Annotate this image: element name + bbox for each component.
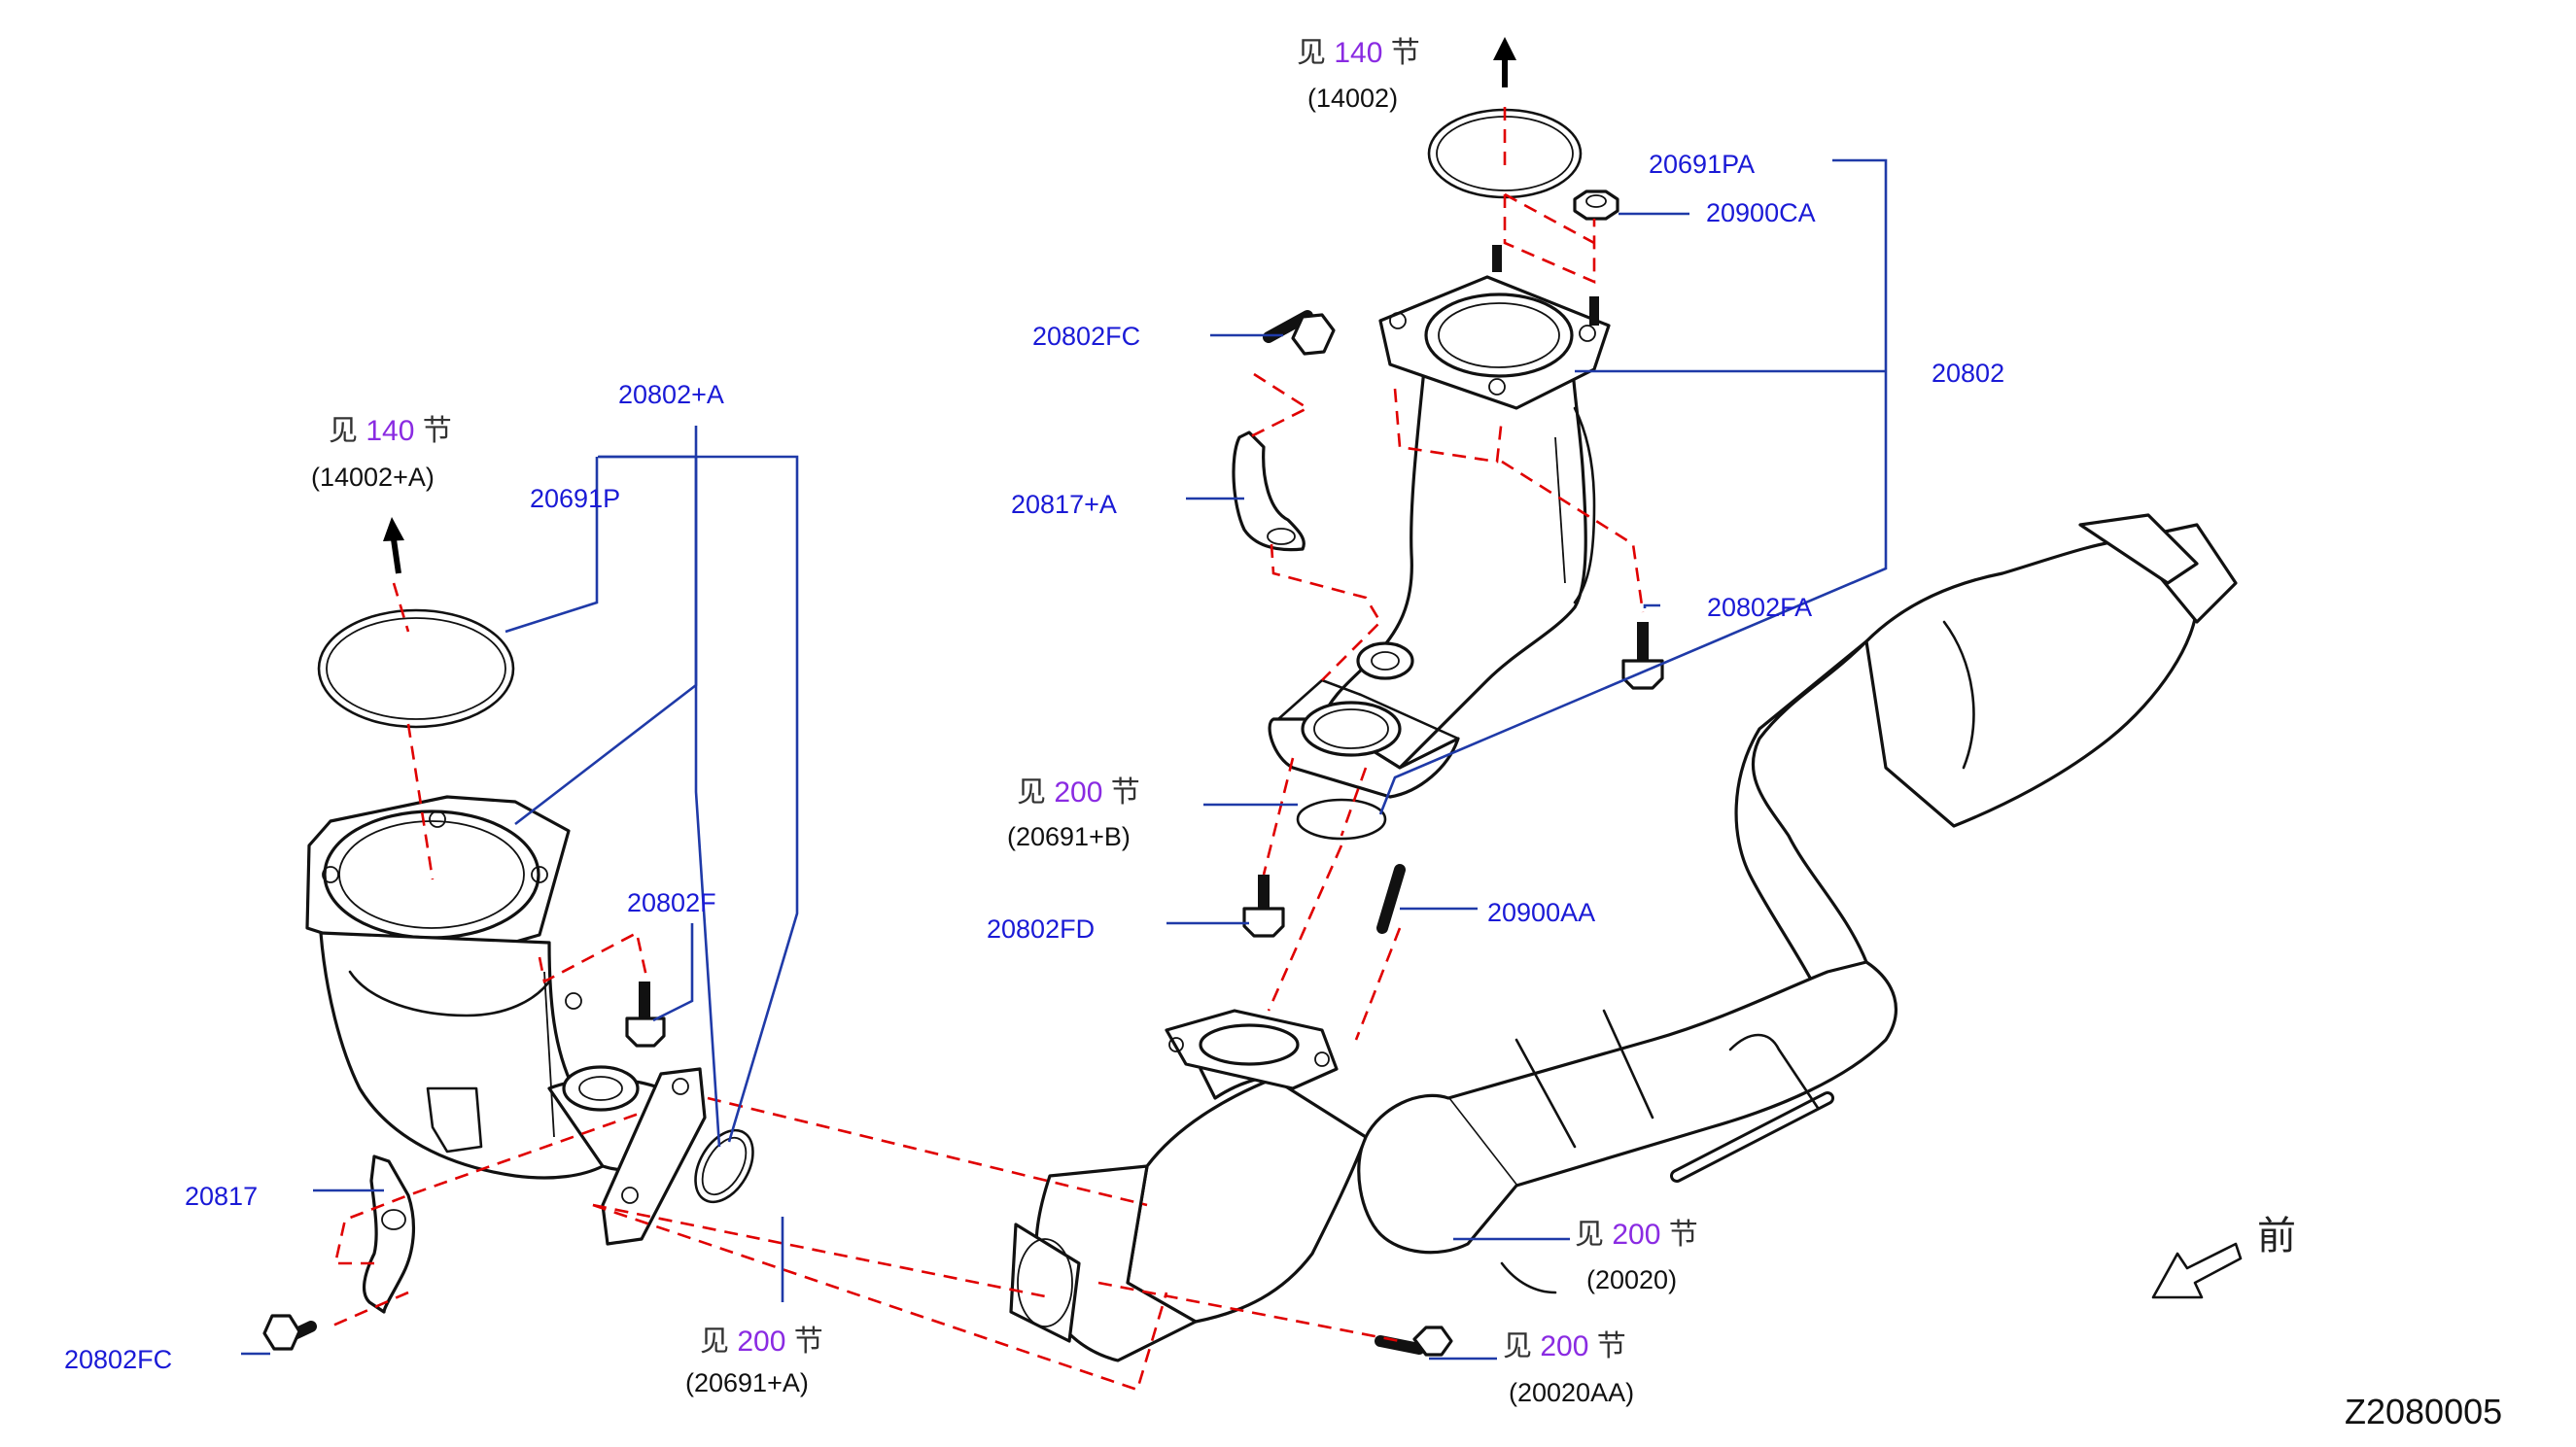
section-ref-right-bottom: 见 200 节 (20020AA)	[1503, 1330, 1634, 1407]
catalyst-right-upper	[1268, 245, 1611, 799]
label-20817A: 20817+A	[1011, 490, 1117, 519]
label-20802FC-bottom: 20802FC	[64, 1345, 172, 1374]
section-suffix: 节	[423, 415, 452, 447]
section-ref-code: (14002+A)	[311, 463, 435, 492]
section-suffix: 节	[1597, 1330, 1626, 1362]
upward-arrow-left	[383, 517, 404, 574]
svg-text:见 200 节: 见 200 节	[1503, 1330, 1626, 1362]
label-20817: 20817	[185, 1182, 258, 1211]
bolt-20802FD	[1242, 875, 1285, 938]
svg-text:见 140 节: 见 140 节	[329, 415, 452, 447]
label-20802F: 20802F	[627, 888, 716, 917]
label-20802FC-top: 20802FC	[1032, 322, 1140, 351]
section-ref-right-mid: 见 200 节 (20020)	[1575, 1219, 1698, 1294]
see-char: 见	[1297, 37, 1326, 69]
section-number[interactable]: 140	[1334, 37, 1382, 69]
front-direction-arrow	[2151, 1242, 2243, 1299]
svg-text:见 200 节: 见 200 节	[1017, 776, 1140, 809]
see-char: 见	[1575, 1219, 1604, 1251]
front-pipe-assembly	[1009, 513, 2238, 1362]
bolt-20802FC-top	[1263, 310, 1336, 356]
label-20691PA: 20691PA	[1649, 150, 1755, 179]
label-20802: 20802	[1932, 359, 2004, 388]
diagram-id-code: Z2080005	[2345, 1392, 2502, 1431]
gasket-ring-left	[317, 608, 515, 729]
section-number[interactable]: 200	[1612, 1219, 1660, 1251]
section-number[interactable]: 200	[1540, 1330, 1588, 1362]
section-suffix: 节	[794, 1326, 823, 1358]
section-ref-bottom-center: 见 200 节 (20691+A)	[685, 1326, 823, 1397]
front-label: 前	[2257, 1215, 2296, 1258]
svg-text:见 200 节: 见 200 节	[1575, 1219, 1698, 1251]
nut-20900CA	[1573, 189, 1619, 221]
section-number[interactable]: 200	[1054, 776, 1102, 809]
label-20802A: 20802+A	[618, 380, 724, 409]
section-suffix: 节	[1111, 776, 1140, 809]
bracket-20817A	[1232, 431, 1305, 552]
section-ref-top: 见 140 节 (14002)	[1297, 37, 1420, 113]
section-ref-mid: 见 200 节 (20691+B)	[1007, 776, 1140, 851]
section-ref-code: (20020)	[1586, 1265, 1677, 1294]
leader-lines	[241, 158, 1888, 1361]
stud-20900AA	[1376, 864, 1406, 934]
upward-arrow-top	[1493, 37, 1516, 87]
section-ref-code: (20691+A)	[685, 1368, 809, 1397]
see-char: 见	[1503, 1330, 1532, 1362]
section-ref-code: (14002)	[1307, 84, 1398, 113]
label-20802FD: 20802FD	[987, 914, 1095, 944]
dashed-alignment-lines	[330, 107, 1645, 1392]
svg-text:见 200 节: 见 200 节	[700, 1326, 823, 1358]
gasket-small-20691A	[694, 1128, 754, 1204]
section-suffix: 节	[1391, 37, 1420, 69]
label-20691P: 20691P	[530, 484, 620, 513]
bolt-20802F	[625, 982, 666, 1048]
see-char: 见	[1017, 776, 1046, 809]
section-ref-left: 见 140 节 (14002+A)	[311, 415, 452, 492]
see-char: 见	[329, 415, 358, 447]
label-20900CA: 20900CA	[1706, 198, 1816, 227]
section-number[interactable]: 140	[366, 415, 414, 447]
section-ref-code: (20691+B)	[1007, 822, 1131, 851]
catalyst-left	[305, 795, 707, 1246]
see-char: 见	[700, 1326, 729, 1358]
svg-text:见 140 节: 见 140 节	[1297, 37, 1420, 69]
label-20900AA: 20900AA	[1487, 898, 1595, 927]
section-number[interactable]: 200	[737, 1326, 785, 1358]
gasket-small-20691B	[1296, 798, 1387, 841]
section-suffix: 节	[1669, 1219, 1698, 1251]
bolt-20802FC-bottom	[262, 1314, 317, 1351]
bracket-20817	[362, 1154, 416, 1314]
label-20802FA: 20802FA	[1707, 593, 1812, 622]
section-ref-code: (20020AA)	[1509, 1378, 1634, 1407]
